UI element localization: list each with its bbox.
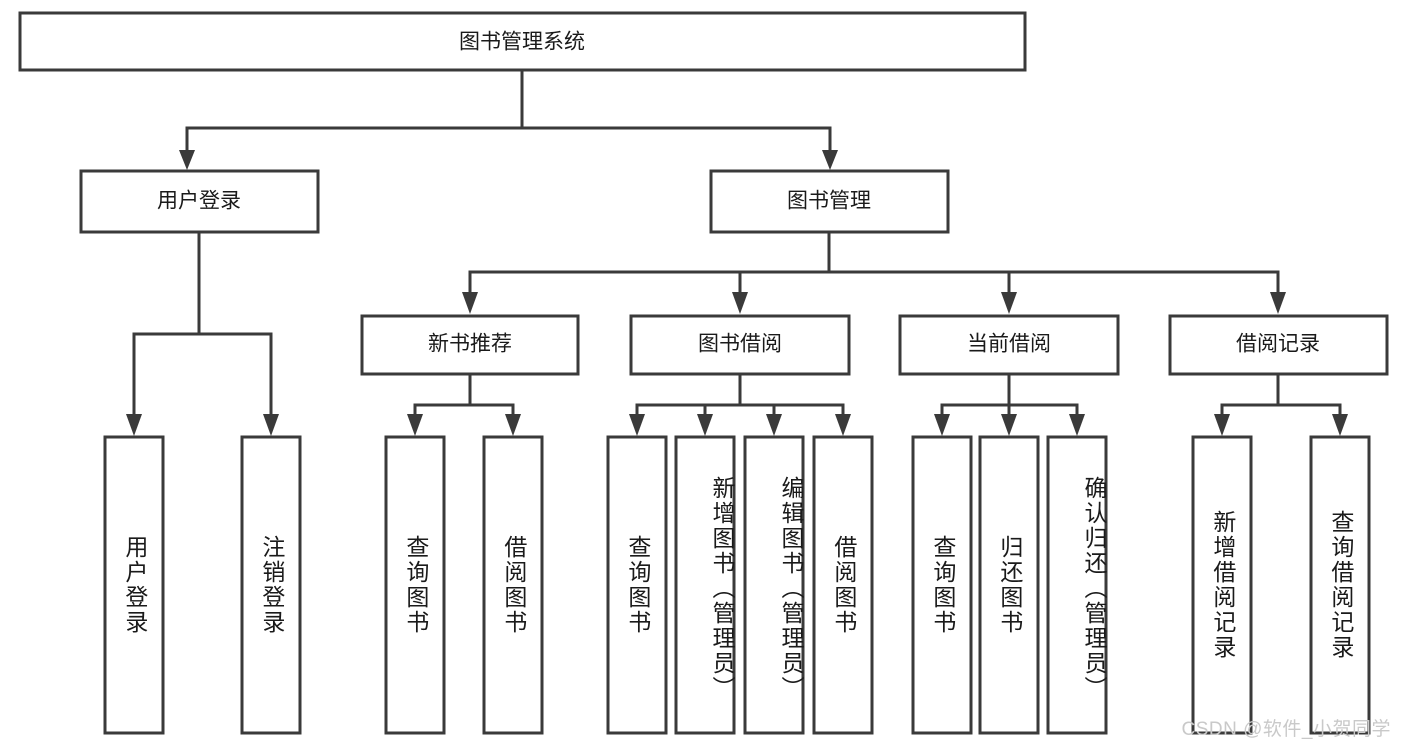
- leaf-edit-book-box[interactable]: [743, 435, 805, 735]
- csdn-watermark: CSDN @软件_小贺同学: [1181, 719, 1391, 740]
- arrow-to-user-login: [179, 150, 195, 170]
- arrow-to-leaf-query-book-3: [934, 414, 950, 436]
- node-root-box[interactable]: [18, 11, 1027, 72]
- connector-book-management-to-level3: [468, 230, 1280, 296]
- arrow-to-leaf-add-record: [1214, 414, 1230, 436]
- arrow-to-new-book-recommend: [462, 292, 478, 314]
- arrow-to-leaf-confirm-return: [1069, 414, 1085, 436]
- arrow-to-leaf-user-login: [126, 414, 142, 436]
- leaf-return-book-box[interactable]: [978, 435, 1040, 735]
- leaf-add-book-box[interactable]: [674, 435, 736, 735]
- arrow-to-leaf-query-book-1: [407, 414, 423, 436]
- arrow-to-book-management: [822, 150, 838, 170]
- node-book-borrow-label: 图书借阅: [698, 333, 782, 356]
- node-current-borrow-box[interactable]: [898, 314, 1120, 376]
- node-book-management-label: 图书管理: [787, 190, 871, 213]
- node-borrow-record-label: 借阅记录: [1236, 333, 1320, 356]
- leaf-borrow-book-1-box[interactable]: [482, 435, 544, 735]
- connector-user-login-to-leaves: [132, 230, 273, 419]
- connector-new-book-recommend-to-leaves: [413, 372, 515, 419]
- node-root-label: 图书管理系统: [459, 31, 585, 54]
- arrow-to-leaf-borrow-book-1: [505, 414, 521, 436]
- arrow-to-leaf-return-book: [1001, 414, 1017, 436]
- leaf-logout-login-box[interactable]: [240, 435, 302, 735]
- arrow-to-leaf-borrow-book-2: [835, 414, 851, 436]
- connector-borrow-record-to-leaves: [1220, 372, 1342, 419]
- arrow-to-current-borrow: [1001, 292, 1017, 314]
- connector-current-borrow-to-leaves: [940, 372, 1079, 419]
- node-current-borrow-label: 当前借阅: [967, 333, 1051, 356]
- arrow-to-leaf-logout-login: [263, 414, 279, 436]
- arrow-to-borrow-record: [1270, 292, 1286, 314]
- arrow-to-leaf-add-book: [697, 414, 713, 436]
- leaf-borrow-book-2-box[interactable]: [812, 435, 874, 735]
- leaf-user-login-box[interactable]: [103, 435, 165, 735]
- connector-book-borrow-to-leaves: [635, 372, 845, 419]
- node-user-login-label: 用户登录: [157, 190, 241, 213]
- node-new-book-recommend-label: 新书推荐: [428, 333, 512, 356]
- connector-root-to-level2: [185, 68, 832, 154]
- arrow-to-leaf-edit-book: [766, 414, 782, 436]
- leaf-query-record-box[interactable]: [1309, 435, 1371, 735]
- leaf-query-book-3-box[interactable]: [911, 435, 973, 735]
- leaf-add-record-box[interactable]: [1191, 435, 1253, 735]
- arrow-to-book-borrow: [732, 292, 748, 314]
- arrow-to-leaf-query-book-2: [629, 414, 645, 436]
- arrow-to-leaf-query-record: [1332, 414, 1348, 436]
- leaf-confirm-return-box[interactable]: [1046, 435, 1108, 735]
- leaf-query-book-1-box[interactable]: [384, 435, 446, 735]
- leaf-query-book-2-box[interactable]: [606, 435, 668, 735]
- node-user-login-box[interactable]: [79, 169, 320, 234]
- node-new-book-recommend-box[interactable]: [360, 314, 580, 376]
